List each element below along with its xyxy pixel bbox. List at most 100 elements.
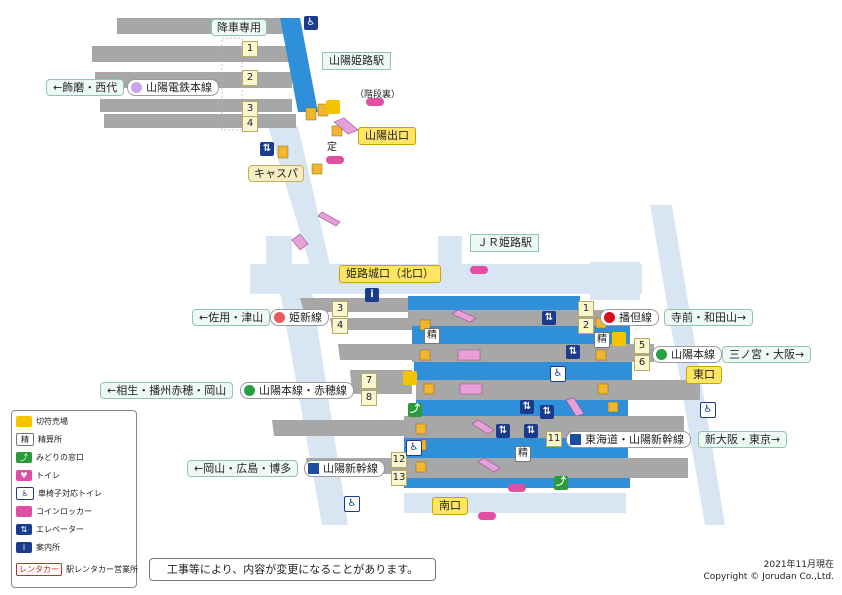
ticket-machine-icon: [403, 371, 417, 385]
fare-adjustment-icon: 精: [594, 332, 610, 348]
line-sanyo-main-east: 山陽本線: [652, 346, 722, 363]
platform-4-5: [414, 362, 632, 380]
north-concourse: [250, 264, 642, 294]
legend-item: ⤴みどりの窓口: [16, 451, 84, 465]
fare-adjustment-icon: 精: [16, 433, 34, 446]
passage-stub: [266, 236, 292, 264]
legend-item: 切符売場: [16, 415, 68, 429]
sanyo-ako-dot-icon: [244, 385, 255, 396]
ticket-machine-icon: [326, 100, 340, 114]
coin-locker-icon: [366, 98, 384, 106]
alighting-only-label: 降車専用: [211, 19, 267, 36]
coin-locker-icon: [508, 484, 526, 492]
east-concourse: [590, 262, 640, 300]
midori-window-icon: ⤴: [554, 476, 568, 490]
sanyo-exit[interactable]: 山陽出口: [358, 127, 416, 145]
jr-gate-north: [438, 236, 462, 264]
midori-window-icon: ⤴: [16, 452, 32, 463]
jr-platform-3: 3: [332, 301, 348, 317]
line-tokaido-sanyo-shinkansen: 東海道・山陽新幹線: [566, 431, 691, 448]
direction-aioi-ako-okayama: ←相生・播州赤穂・岡山: [100, 382, 234, 399]
direction-teramae-wadayama: 寺前・和田山→: [664, 309, 754, 326]
elevator-icon: ⇅: [524, 424, 538, 438]
fare-adjustment-icon: 精: [424, 328, 440, 344]
jr-platform-5: 5: [634, 338, 650, 354]
elevator-icon: ⇅: [520, 400, 534, 414]
sanyo-platform-2: 2: [242, 70, 258, 86]
direction-sayo-tsuyama: ←佐用・津山: [192, 309, 271, 326]
legend-item: ♿車椅子対応トイレ: [16, 487, 102, 501]
legend-item: レンタカー駅レンタカー営業所: [16, 563, 138, 577]
jr-platform-6: 6: [634, 355, 650, 371]
legend-item: ♥トイレ: [16, 469, 60, 483]
coin-locker-icon: [16, 506, 32, 517]
east-exit[interactable]: 東口: [686, 366, 722, 384]
shinkansen-west-icon: [308, 463, 319, 474]
kishin-line-dot-icon: [274, 312, 285, 323]
jr-platform-12: 12: [391, 452, 407, 468]
shinkansen-platform-13: [404, 478, 630, 488]
ticket-machine-icon: [612, 332, 626, 346]
stairs-note: （階段裏）: [355, 90, 401, 100]
direction-shinosaka-tokyo: 新大阪・東京→: [698, 431, 788, 448]
wheelchair-restroom-icon: ♿: [550, 366, 566, 382]
bantan-line-dot-icon: [604, 312, 615, 323]
footer-date: 2021年11月現在: [763, 560, 834, 570]
information-icon: i: [16, 542, 32, 553]
footer-copyright: Copyright © Jorudan Co.,Ltd.: [703, 572, 834, 582]
escalators: [291, 117, 585, 473]
jr-platform-4: 4: [332, 318, 348, 334]
sanyo-platform-4: 4: [242, 116, 258, 132]
ticket-machine-icon: [16, 416, 32, 427]
jr-platform-13: 13: [391, 470, 407, 486]
direction-okayama-hiroshima-hakata: ←岡山・広島・博多: [187, 460, 299, 477]
sanyo-platform-1: 1: [242, 41, 258, 57]
elevator-icon: ⇅: [540, 405, 554, 419]
jr-platform-1: 1: [578, 301, 594, 317]
legend-item: ⇅エレベーター: [16, 523, 84, 537]
underground-passage: [268, 126, 330, 265]
rent-a-car-icon: レンタカー: [16, 563, 62, 576]
sanyo-station-name: 山陽姫路駅: [322, 52, 391, 70]
information-icon: i: [365, 288, 379, 302]
wheelchair-restroom-icon: ♿: [304, 16, 318, 30]
line-sanyo-shinkansen: 山陽新幹線: [304, 460, 385, 477]
elevator-icon: ⇅: [16, 524, 32, 535]
map-legend: 切符売場 精精算所 ⤴みどりの窓口 ♥トイレ ♿車椅子対応トイレ コインロッカー…: [11, 410, 138, 588]
elevator-icon: ⇅: [496, 424, 510, 438]
sanyo-line-dot-icon: [131, 82, 142, 93]
shinkansen-east-icon: [570, 434, 581, 445]
sanyo-direction-west: ←飾磨・西代: [46, 79, 125, 96]
sanyo-line-tag: 山陽電鉄本線: [127, 79, 219, 96]
coin-locker-icon: [478, 512, 496, 520]
line-bantan: 播但線: [600, 309, 659, 326]
sanyo-platform: [280, 18, 318, 112]
platform-1: [408, 296, 580, 310]
south-exit[interactable]: 南口: [432, 497, 468, 515]
midori-window-icon: ⤴: [408, 403, 422, 417]
jr-platform-7: 7: [361, 373, 377, 389]
wheelchair-restroom-icon: ♿: [16, 487, 34, 500]
notice-banner: 工事等により、内容が変更になることがあります。: [149, 558, 436, 581]
elevator-icon: ⇅: [260, 142, 274, 156]
jr-station-name: ＪＲ姫路駅: [470, 234, 539, 252]
direction-sannomiya-osaka: 三ノ宮・大阪→: [722, 346, 812, 363]
fare-adjustment-icon: 精: [515, 446, 531, 462]
line-kishin: 姫新線: [270, 309, 329, 326]
sanyo-tracks: [92, 18, 318, 128]
restroom-icon: ♥: [16, 470, 32, 481]
north-exit[interactable]: 姫路城口（北口）: [339, 265, 441, 283]
jr-platform-2: 2: [578, 318, 594, 334]
sanyo-platform-3: 3: [242, 101, 258, 117]
jr-platform-8: 8: [361, 390, 377, 406]
wheelchair-restroom-icon: ♿: [406, 440, 422, 456]
sanyo-main-east-dot-icon: [656, 349, 667, 360]
coin-locker-icon: [470, 266, 488, 274]
line-sanyo-ako: 山陽本線・赤穂線: [240, 382, 354, 399]
legend-item: 精精算所: [16, 433, 62, 447]
platform-2-3: [412, 326, 630, 344]
elevator-icon: ⇅: [542, 311, 556, 325]
jr-platform-11: 11: [546, 431, 562, 447]
kyassupa-label[interactable]: キャスパ: [248, 165, 304, 182]
wheelchair-restroom-icon: ♿: [344, 496, 360, 512]
